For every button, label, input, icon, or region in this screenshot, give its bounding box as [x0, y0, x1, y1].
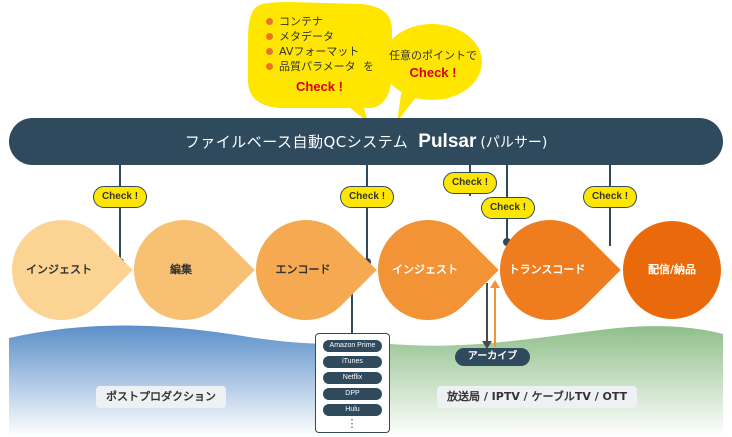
step-shape-4 [378, 220, 499, 320]
bubble-item-quality: 品質パラメータ を [266, 59, 386, 74]
platform-amazon-prime: Amazon Prime [323, 340, 382, 352]
bubble-suffix: を [363, 60, 375, 73]
bubble-item-quality-text: 品質パラメータ [279, 60, 356, 73]
bubble-item-container: コンテナ [266, 14, 386, 29]
step-label-encode: エンコード [275, 263, 331, 276]
step-shape-6 [623, 221, 721, 319]
bubble-right-check: Check ! [409, 65, 457, 80]
pulsar-reading: (パルサー) [480, 134, 548, 151]
step-shape-1 [12, 220, 133, 320]
platform-hulu: Hulu [323, 404, 382, 416]
pulsar-brand: Pulsar [418, 130, 477, 152]
bubble-left-shape [248, 2, 392, 122]
step-label-edit: 編集 [170, 263, 192, 276]
step-label-ingest-1: インジェスト [26, 263, 92, 276]
zone-post-production: ポストプロダクション [96, 386, 226, 408]
bubble-item-av-format: AVフォーマット [266, 44, 386, 59]
qc-system-title: ファイルベース自動QCシステム [184, 133, 409, 151]
platform-netflix: Netflix [323, 372, 382, 384]
platform-more-icon: ⋮ [346, 417, 358, 430]
bubble-right-tail [397, 88, 420, 122]
step-shape-5 [500, 219, 621, 320]
step-label-transcode: トランスコード [508, 263, 586, 276]
step-shape-3 [256, 219, 377, 320]
check-badge-2: Check ! [340, 186, 394, 208]
bubble-item-metadata: メタデータ [266, 29, 386, 44]
step-shape-2 [134, 220, 255, 320]
speech-bubbles [248, 2, 482, 122]
bubble-right-shape [382, 24, 482, 100]
check-badge-5: Check ! [583, 186, 637, 208]
check-badge-1: Check ! [93, 186, 147, 208]
qc-system-bar: ファイルベース自動QCシステム Pulsar (パルサー) [9, 118, 723, 165]
archive-label: アーカイブ [455, 348, 530, 366]
platform-itunes: iTunes [323, 356, 382, 368]
step-label-delivery: 配信/納品 [647, 263, 697, 276]
bubble-left-check: Check ! [296, 79, 343, 94]
bubble-right-line1: 任意のポイントで [389, 49, 477, 62]
bubble-right: 任意のポイントで Check ! [386, 48, 480, 80]
bubble-left: コンテナ メタデータ AVフォーマット 品質パラメータ を Check ! [266, 14, 386, 94]
platform-dpp: DPP [323, 388, 382, 400]
check-badge-4: Check ! [481, 197, 535, 219]
platform-list-box: Amazon Prime iTunes Netflix DPP Hulu ⋮ [315, 333, 390, 433]
zone-broadcast: 放送局 / IPTV / ケーブルTV / OTT [437, 386, 638, 408]
blue-wave [9, 325, 380, 437]
check-badge-3: Check ! [443, 172, 497, 194]
step-label-ingest-2: インジェスト [392, 263, 458, 276]
